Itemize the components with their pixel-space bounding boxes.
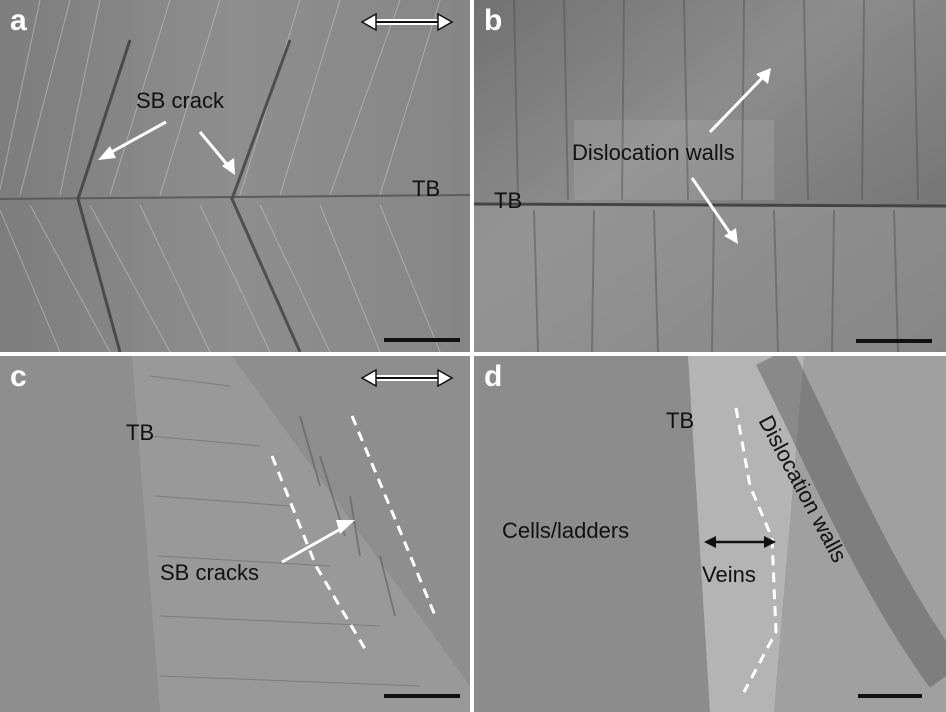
panel-c: c TB SB cracks [0, 356, 470, 712]
panel-label-c: c [10, 360, 27, 393]
scale-bar-a [384, 338, 460, 342]
sb-crack-label: SB crack [136, 88, 225, 113]
tb-label-d: TB [666, 408, 695, 433]
micrograph-a [0, 0, 470, 352]
tb-label-a: TB [412, 176, 441, 201]
micrograph-c [0, 356, 470, 712]
tb-label-c: TB [126, 420, 155, 445]
scale-bar-d [858, 694, 922, 698]
panel-label-b: b [484, 4, 503, 37]
cells-ladders-label: Cells/ladders [502, 518, 630, 543]
veins-label: Veins [702, 562, 756, 587]
panel-b: b Dislocation walls TB [474, 0, 946, 352]
dislocation-walls-label-b: Dislocation walls [572, 140, 735, 165]
micrograph-b [474, 0, 946, 352]
panel-label-d: d [484, 360, 503, 393]
panel-d: d TB Cells/ladders Veins Dislocation wal… [474, 356, 946, 712]
scale-bar-c [384, 694, 460, 698]
scale-bar-b [856, 339, 932, 343]
panel-label-a: a [10, 4, 27, 37]
micrograph-d [474, 356, 946, 712]
sb-cracks-label: SB cracks [160, 560, 260, 585]
panel-a: a SB crack TB [0, 0, 470, 352]
tb-label-b: TB [494, 188, 523, 213]
